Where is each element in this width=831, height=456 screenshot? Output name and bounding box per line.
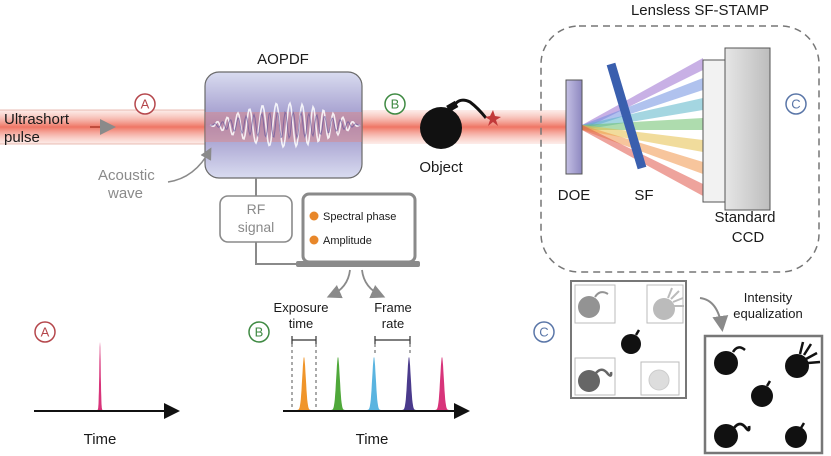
ccd-label-line1: Standard bbox=[715, 209, 776, 226]
acoustic-label-line1: Acoustic bbox=[98, 167, 155, 184]
bomb-icon bbox=[420, 98, 501, 149]
diffracted-beam-6 bbox=[582, 125, 703, 174]
raw-frame-cell-br bbox=[640, 361, 680, 396]
intensity-label-line2: equalization bbox=[733, 306, 802, 321]
marker-b-bottom-letter: B bbox=[255, 325, 264, 340]
pulse-4 bbox=[398, 357, 420, 410]
raw-frame-cell-tr bbox=[646, 284, 684, 324]
raw-bomb-3-icon bbox=[621, 329, 641, 354]
acoustic-wave-trace bbox=[209, 101, 361, 149]
diffracted-beam-4 bbox=[582, 118, 703, 130]
marker-c-bottom-letter: C bbox=[539, 325, 548, 340]
laptop-icon bbox=[296, 192, 420, 267]
pulse-3 bbox=[363, 357, 385, 410]
acoustic-wave-trace-2 bbox=[209, 110, 361, 140]
diffracted-beam-3 bbox=[582, 98, 703, 130]
marker-a-top-letter: A bbox=[141, 97, 150, 112]
pulse-train bbox=[293, 357, 453, 410]
ultrashort-label-line1: Ultrashort bbox=[4, 111, 70, 128]
spectral-phase-bullet bbox=[309, 211, 319, 221]
raw-bomb-2-icon bbox=[653, 287, 684, 320]
laptop-arrow-left bbox=[326, 269, 351, 299]
exposure-label-line1: Exposure bbox=[274, 300, 329, 315]
marker-a-bottom: A bbox=[34, 321, 56, 343]
doe-label: DOE bbox=[558, 187, 591, 204]
marker-a-top: A bbox=[134, 93, 156, 115]
exposure-label-line2: time bbox=[289, 316, 314, 331]
marker-c-top: C bbox=[785, 93, 807, 115]
pulse-2 bbox=[327, 357, 349, 410]
raw-bomb-4-icon bbox=[578, 368, 613, 392]
sf-filter bbox=[606, 62, 647, 170]
eq-bomb-2-icon bbox=[785, 341, 821, 378]
diffracted-beam-5 bbox=[582, 125, 703, 152]
sf-label: SF bbox=[634, 187, 653, 204]
eq-bomb-4-icon bbox=[714, 422, 751, 448]
time-label-b: Time bbox=[356, 431, 389, 448]
aopdf-label: AOPDF bbox=[257, 51, 309, 68]
output-beam bbox=[360, 110, 570, 144]
diffracted-beam-2 bbox=[582, 78, 703, 130]
pulse-1 bbox=[293, 357, 315, 410]
eq-bomb-3-icon bbox=[751, 380, 773, 407]
pulse-a bbox=[95, 342, 105, 410]
acoustic-pointer-arrow bbox=[167, 147, 212, 183]
frame-label-line2: rate bbox=[382, 316, 404, 331]
rf-connector-bottom bbox=[255, 242, 300, 265]
marker-a-bottom-letter: A bbox=[41, 325, 50, 340]
ccd-label-line2: CCD bbox=[732, 229, 765, 246]
eq-bomb-5-icon bbox=[785, 422, 807, 448]
marker-b-top: B bbox=[384, 93, 406, 115]
eq-bomb-1-icon bbox=[714, 346, 746, 375]
marker-b-top-letter: B bbox=[391, 97, 400, 112]
object-label: Object bbox=[419, 159, 463, 176]
amplitude-label: Amplitude bbox=[323, 235, 372, 247]
laptop-arrow-right bbox=[361, 269, 386, 299]
rf-label-line1: RF bbox=[247, 201, 266, 217]
marker-c-bottom: C bbox=[533, 321, 555, 343]
acoustic-label-line2: wave bbox=[107, 185, 143, 202]
lensless-title: Lensless SF-STAMP bbox=[631, 2, 769, 19]
doe-element bbox=[565, 79, 583, 175]
ccd-body bbox=[724, 47, 771, 211]
ultrashort-label-line2: pulse bbox=[4, 129, 40, 146]
raw-frame-cell-tl bbox=[574, 284, 616, 324]
sf-stamp-dashed-box bbox=[540, 25, 820, 273]
intensity-label-line1: Intensity bbox=[744, 290, 793, 305]
exposure-bracket bbox=[291, 336, 317, 408]
rf-label-line2: signal bbox=[238, 219, 275, 235]
equalization-arrow bbox=[699, 297, 729, 332]
amplitude-bullet bbox=[309, 235, 319, 245]
spectral-phase-label: Spectral phase bbox=[323, 211, 396, 223]
marker-c-top-letter: C bbox=[791, 97, 800, 112]
marker-b-bottom: B bbox=[248, 321, 270, 343]
frame-label-line1: Frame bbox=[374, 300, 412, 315]
raw-bomb-5-icon bbox=[648, 369, 670, 391]
ccd-front-plate bbox=[702, 59, 726, 203]
raw-frame-cell-bl bbox=[574, 357, 616, 396]
time-label-a: Time bbox=[84, 431, 117, 448]
diffracted-beams bbox=[582, 58, 703, 196]
frame-rate-bracket bbox=[374, 336, 411, 356]
pulse-5 bbox=[431, 357, 453, 410]
raw-bomb-1-icon bbox=[578, 291, 609, 318]
diffracted-beam-1 bbox=[582, 58, 703, 130]
